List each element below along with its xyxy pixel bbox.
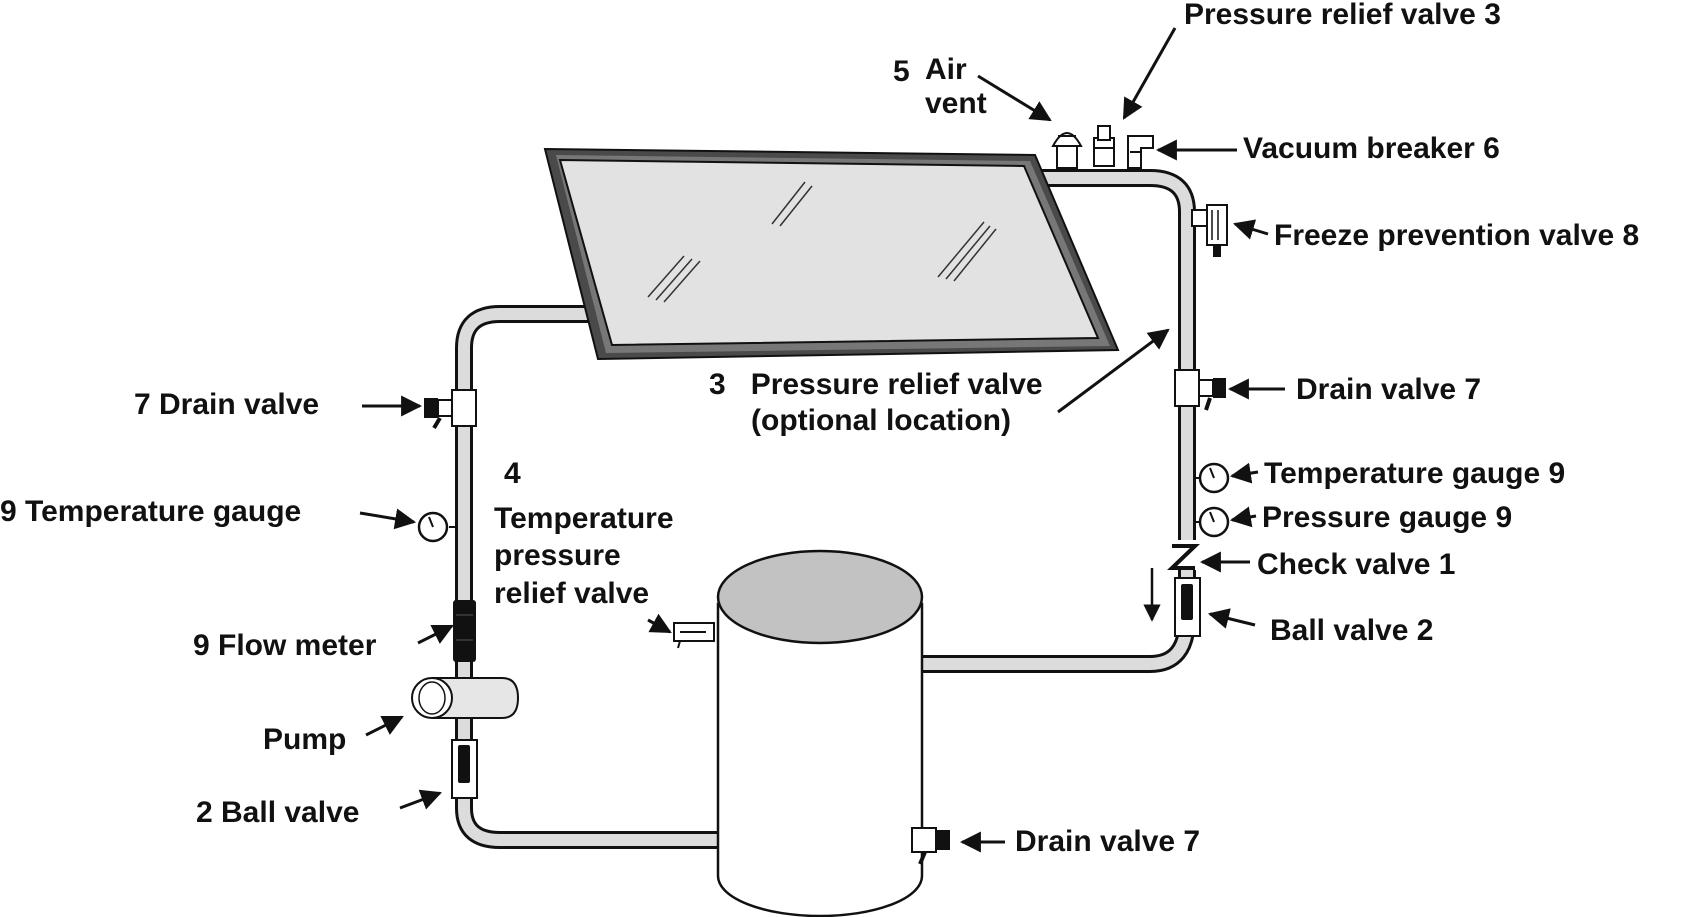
label-ball-valve-left: 2 Ball valve (196, 796, 359, 829)
arrow-tprv (647, 613, 672, 634)
temperature-pressure-relief-valve (673, 622, 715, 649)
label-ball-valve-right: Ball valve 2 (1270, 614, 1433, 647)
label-drain-tank: Drain valve 7 (1015, 825, 1200, 858)
arrow-temp-gauge-right (1229, 462, 1259, 484)
flow-meter (453, 600, 476, 662)
label-tprv-line3: relief valve (494, 577, 649, 610)
label-freeze-valve: Freeze prevention valve 8 (1274, 219, 1639, 252)
arrow-prv-optional (1057, 328, 1170, 414)
ball-valve-right (1174, 577, 1201, 637)
leader-arrows (359, 27, 1285, 853)
ball-valve-left (451, 739, 478, 799)
label-prv-top: Pressure relief valve 3 (1184, 0, 1501, 31)
check-valve (1167, 540, 1200, 570)
label-prv-optional-line1: 3 Pressure relief valve (709, 368, 1043, 401)
glass-glare (647, 181, 997, 303)
label-pump: Pump (263, 723, 346, 756)
tank-top (716, 549, 924, 645)
freeze-prevention-valve (1191, 204, 1228, 257)
label-check-valve: Check valve 1 (1257, 548, 1455, 581)
label-tprv-number: 4 (504, 457, 521, 490)
label-temp-gauge-right: Temperature gauge 9 (1264, 457, 1565, 490)
solar-collector (543, 147, 1120, 361)
pressure-gauge (1194, 506, 1230, 538)
label-drain-right: Drain valve 7 (1296, 373, 1481, 406)
drain-valve-left (424, 389, 477, 430)
label-prv-optional-line2: (optional location) (751, 404, 1011, 437)
arrow-prv-top (1122, 27, 1177, 120)
arrow-pressure-gauge (1229, 506, 1257, 528)
arrow-ball-valve-left (399, 789, 442, 810)
label-temp-gauge-left: 9 Temperature gauge (0, 495, 301, 528)
label-air-vent-line1: Air (925, 53, 967, 86)
label-air-vent-number: 5 (893, 55, 910, 88)
arrow-air-vent (977, 74, 1052, 122)
arrow-flow-meter (417, 624, 454, 645)
drain-valve-right (1174, 369, 1226, 411)
arrow-freeze-valve (1232, 219, 1269, 240)
collector-glass (558, 158, 1100, 347)
drain-valve-tank (911, 827, 950, 865)
label-pressure-gauge: Pressure gauge 9 (1262, 501, 1512, 534)
label-air-vent-line2: vent (925, 87, 987, 120)
storage-tank (716, 549, 924, 917)
label-tprv-line1: Temperature (494, 502, 674, 535)
label-vacuum-breaker: Vacuum breaker 6 (1243, 132, 1500, 165)
air-vent (1051, 132, 1083, 169)
pressure-relief-valve-top (1093, 125, 1115, 167)
temperature-gauge-left (417, 511, 456, 543)
pipe-return (455, 305, 727, 849)
arrow-ball-valve-right (1207, 608, 1256, 629)
arrow-pump (365, 715, 404, 737)
labels: Pressure relief valve 3 5 Air vent Vacuu… (0, 0, 1639, 858)
label-drain-left: 7 Drain valve (134, 388, 319, 421)
arrow-temp-gauge-left (359, 508, 417, 530)
temperature-gauge-right (1194, 462, 1230, 494)
label-flow-meter: 9 Flow meter (193, 629, 377, 662)
pump (411, 677, 520, 719)
label-tprv-line2: pressure (494, 539, 621, 572)
vacuum-breaker (1127, 135, 1154, 169)
